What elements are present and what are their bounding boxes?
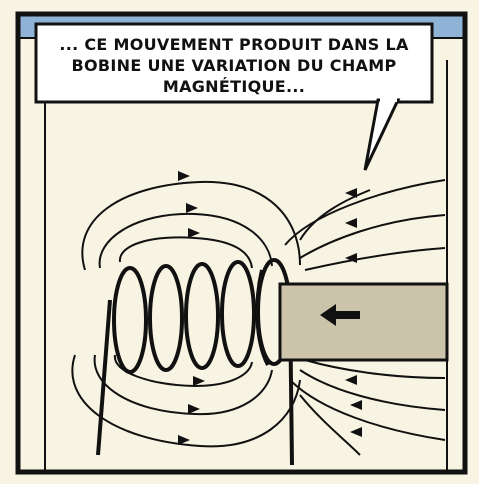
caption-line-2: BOBINE UNE VARIATION DU CHAMP <box>72 56 397 75</box>
left-arrow-icon <box>320 304 360 326</box>
magnet <box>278 282 449 362</box>
caption-line-1: ... CE MOUVEMENT PRODUIT DANS LA <box>59 35 409 54</box>
coil-front-wraps <box>255 269 270 366</box>
speech-bubble <box>34 22 434 171</box>
panel-frame <box>15 11 468 475</box>
field-direction-arrow-icon <box>178 171 362 445</box>
magnetic-field-lines <box>71 179 446 456</box>
coil <box>96 258 294 466</box>
caption-line-3: MAGNÉTIQUE... <box>163 77 305 96</box>
